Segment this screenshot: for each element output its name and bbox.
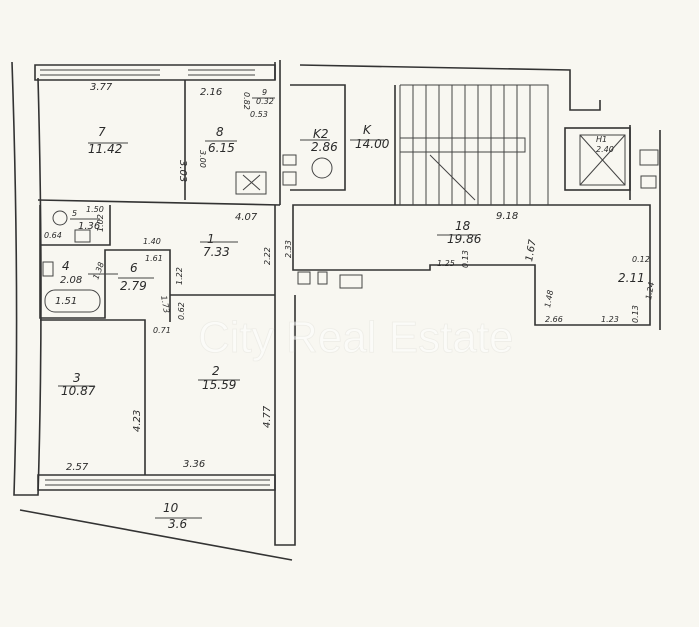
dimension: 1.22 — [175, 267, 184, 285]
room-number: 3 — [73, 371, 81, 385]
dimension: 2.11 — [618, 271, 645, 285]
dimension: 2.66 — [545, 315, 563, 324]
dimension: 1.25 — [437, 259, 455, 268]
room-area: 19.86 — [447, 232, 482, 246]
room-number: H1 — [596, 135, 607, 144]
dimension: 1.40 — [143, 237, 161, 246]
dimension: 0.64 — [44, 231, 62, 240]
staircase — [399, 84, 549, 205]
dimension: 2.33 — [284, 240, 293, 258]
room-area: 14.00 — [355, 137, 390, 151]
room-number: 4 — [62, 259, 70, 273]
dimension: 0.12 — [632, 255, 650, 264]
dimension: 0.13 — [631, 305, 640, 323]
room-number: 2 — [212, 364, 220, 378]
room-area: 1.36 — [78, 221, 100, 232]
room-area: 3.6 — [168, 517, 187, 531]
dimension: 3.77 — [90, 82, 113, 93]
room-number: 9 — [262, 88, 267, 97]
room-number: 8 — [216, 125, 224, 139]
dimension-labels: 3.77 2.16 3.03 3.00 0.82 0.53 1.50 0.64 … — [44, 82, 656, 473]
room-number: 5 — [72, 209, 77, 218]
room-labels: 7 11.42 8 6.15 9 0.32 K2 2.86 K 14.00 H1… — [60, 88, 614, 531]
dimension: 1.67 — [524, 238, 539, 262]
dimension: 0.13 — [461, 250, 470, 268]
room-area: 2.08 — [60, 275, 82, 286]
dimension: 1.50 — [86, 205, 104, 214]
room-number: 6 — [130, 261, 138, 275]
dimension: 1.51 — [55, 296, 77, 307]
dimension: 0.71 — [153, 326, 171, 335]
dimension: 4.07 — [235, 212, 258, 223]
walls — [11, 60, 661, 561]
room-area: 6.15 — [208, 141, 235, 155]
dimension: 2.57 — [66, 462, 89, 473]
dimension: 3.36 — [183, 459, 205, 470]
dimension: 4.23 — [132, 410, 143, 432]
dimension: 4.77 — [262, 405, 273, 428]
dimension: 0.82 — [242, 92, 251, 110]
room-area: 2.40 — [596, 145, 614, 154]
dimension: 0.62 — [177, 302, 186, 320]
dimension: 3.03 — [177, 160, 188, 182]
dimension: 9.18 — [496, 211, 518, 222]
dimension: 1.73 — [159, 295, 171, 314]
dimension: 1.61 — [145, 254, 163, 263]
dimension: 3.00 — [198, 150, 207, 168]
room-area: 15.59 — [202, 378, 236, 392]
room-area: 7.33 — [203, 245, 230, 259]
room-number: 10 — [163, 501, 179, 515]
dimension: 1.02 — [96, 214, 105, 232]
room-area: 10.87 — [61, 384, 96, 398]
dimension: 1.23 — [601, 315, 619, 324]
dimension: 1.24 — [644, 281, 656, 300]
dimension: 0.53 — [250, 110, 268, 119]
room-number: K2 — [313, 127, 329, 141]
room-number: K — [363, 123, 372, 137]
room-area: 2.79 — [120, 279, 147, 293]
dimension: 1.48 — [543, 289, 555, 308]
area-dividers — [58, 97, 478, 519]
room-area: 0.32 — [256, 97, 274, 106]
elevator-shaft — [564, 127, 631, 191]
dimension: 2.22 — [263, 247, 272, 265]
room-area: 2.86 — [311, 140, 338, 154]
room-number: 1 — [207, 232, 215, 246]
watermark: City Real Estate — [198, 313, 513, 362]
dimension: 2.16 — [200, 87, 222, 98]
dimension: 1.38 — [91, 261, 106, 281]
room-number: 18 — [455, 219, 471, 233]
room-number: 7 — [98, 125, 106, 139]
room-area: 11.42 — [88, 142, 122, 156]
